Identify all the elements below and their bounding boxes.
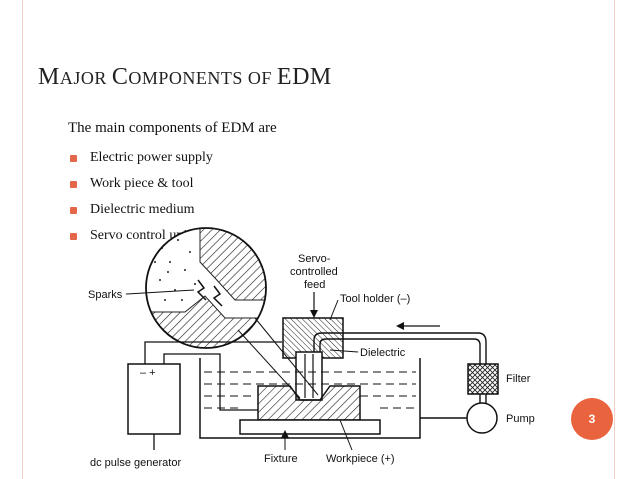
title-part: OF	[247, 68, 277, 88]
frame-left-line	[22, 0, 23, 479]
fixture-label: Fixture	[264, 453, 298, 465]
title-part: OMPONENTS	[128, 68, 248, 88]
bullet-text: Dielectric medium	[90, 202, 195, 217]
bullet-square-icon	[70, 181, 77, 188]
power-wires	[144, 341, 282, 450]
title-part: EDM	[276, 64, 332, 90]
servo-label-line-1: Servo-	[298, 253, 331, 265]
bullet-item: Work piece & tool	[70, 174, 213, 200]
pump-circle	[466, 402, 498, 434]
fixture-base	[239, 419, 381, 435]
dielectric-pipe	[313, 332, 487, 404]
tool-electrode	[295, 351, 323, 401]
filter-box	[467, 363, 499, 395]
dielectric-label: Dielectric	[360, 347, 406, 359]
servo-label-line-3: feed	[304, 279, 325, 291]
bullet-text: Work piece & tool	[90, 176, 194, 191]
dc-generator-label: dc pulse generator	[90, 457, 181, 469]
slide-title: MAJOR COMPONENTS OF EDM	[38, 64, 332, 91]
title-part: C	[111, 64, 129, 90]
sparks-label: Sparks	[88, 289, 123, 301]
page-number-badge: 3	[571, 398, 613, 440]
dielectric-tank	[199, 358, 421, 439]
tool-holder-label: Tool holder (–)	[340, 293, 410, 305]
workpiece-label: Workpiece (+)	[326, 453, 395, 465]
spark-zoom-inset	[145, 227, 267, 349]
generator-terminals-label: – +	[140, 367, 156, 379]
intro-text: The main components of EDM are	[68, 120, 277, 136]
bullet-item: Servo control unit.	[70, 226, 213, 252]
bullet-item: Dielectric medium	[70, 200, 213, 226]
title-part: AJOR	[59, 68, 112, 88]
filter-label: Filter	[506, 373, 531, 385]
bullet-square-icon	[70, 207, 77, 214]
bullet-text: Electric power supply	[90, 150, 213, 165]
sparks-pointer	[125, 289, 195, 295]
title-part: M	[38, 64, 60, 90]
servo-label-line-2: controlled	[290, 266, 338, 278]
dc-pulse-generator: – +	[127, 363, 181, 435]
pump-label: Pump	[506, 413, 535, 425]
bullet-square-icon	[70, 233, 77, 240]
frame-right-line	[614, 0, 615, 479]
bullet-item: Electric power supply	[70, 148, 213, 174]
bullet-text: Servo control unit.	[90, 228, 195, 243]
feed-arrow-head	[310, 310, 318, 318]
bullet-square-icon	[70, 155, 77, 162]
